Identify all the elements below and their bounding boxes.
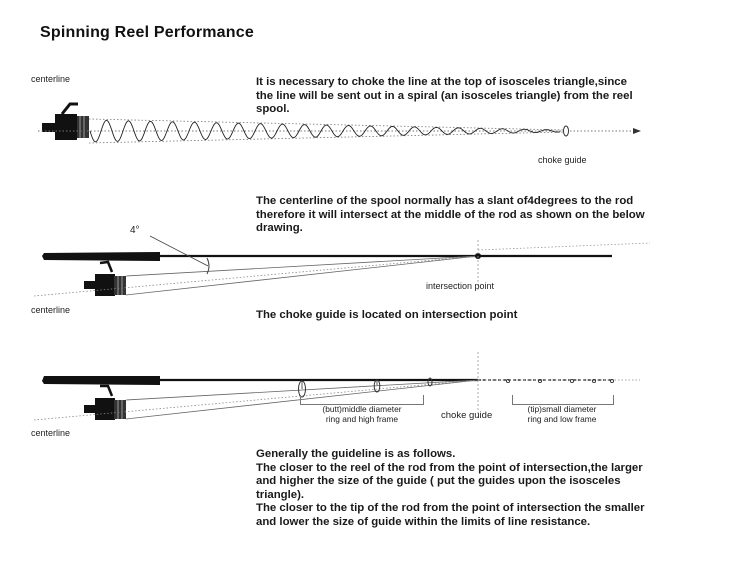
section3-drawing: [33, 352, 640, 421]
text-line: spool.: [256, 103, 290, 115]
text-line: triangle).: [256, 488, 305, 501]
text-line: and higher the size of the guide ( put t…: [256, 475, 621, 487]
reel-icon-1: [42, 102, 89, 140]
spiral-line: [89, 119, 561, 143]
text-line: and lower the size of guide within the l…: [256, 515, 591, 528]
intersection-point-label: intersection point: [426, 281, 495, 291]
guide-rings-tip: [505, 378, 615, 384]
centerline-label-2: centerline: [31, 305, 71, 315]
section1-text: It is necessary to choke the line at the…: [256, 76, 726, 117]
butt-bracket: [300, 395, 424, 405]
text-line: therefore it will intersect at the middl…: [256, 208, 645, 221]
angle-arc: [206, 257, 210, 275]
centerline-label-3: centerline: [31, 428, 71, 438]
angle-label: 4°: [130, 225, 140, 236]
guideline-text: Generally the guideline is as follows. T…: [256, 448, 736, 529]
reel-icon-3: [84, 384, 126, 420]
tip-guide-label: (tip)small diameter ring and low frame: [527, 404, 597, 424]
guide-rings-butt: [298, 377, 433, 398]
section1-drawing: [38, 102, 641, 144]
centerline-2: [33, 255, 479, 297]
page-title: Spinning Reel Performance: [40, 24, 254, 41]
text-line: The centerline of the spool normally has…: [256, 195, 634, 207]
choke-guide-label-1: choke guide: [538, 155, 587, 165]
section2-drawing: [33, 235, 651, 297]
text-line: Generally the guideline is as follows.: [256, 448, 456, 460]
text-line: It is necessary to choke the line at the…: [256, 76, 627, 88]
butt-guide-label: (butt)middle diameter ring and high fram…: [322, 404, 402, 424]
choke-guide-label-3: choke guide: [441, 410, 493, 421]
choke-guide-location-text: The choke guide is located on intersecti…: [256, 309, 518, 321]
centerline-label-1: centerline: [31, 74, 71, 84]
section2-text: The centerline of the spool normally has…: [256, 195, 736, 236]
reel-icon-2: [84, 260, 126, 296]
tip-bracket: [512, 395, 614, 405]
text-line: drawing.: [256, 222, 303, 234]
text-line: The closer to the reel of the rod from t…: [256, 461, 643, 474]
centerline-3: [33, 379, 479, 421]
text-line: The closer to the tip of the rod from th…: [256, 502, 645, 514]
choke-guide-ring: [563, 125, 569, 137]
text-line: the line will be sent out in a spiral (a…: [256, 89, 633, 102]
